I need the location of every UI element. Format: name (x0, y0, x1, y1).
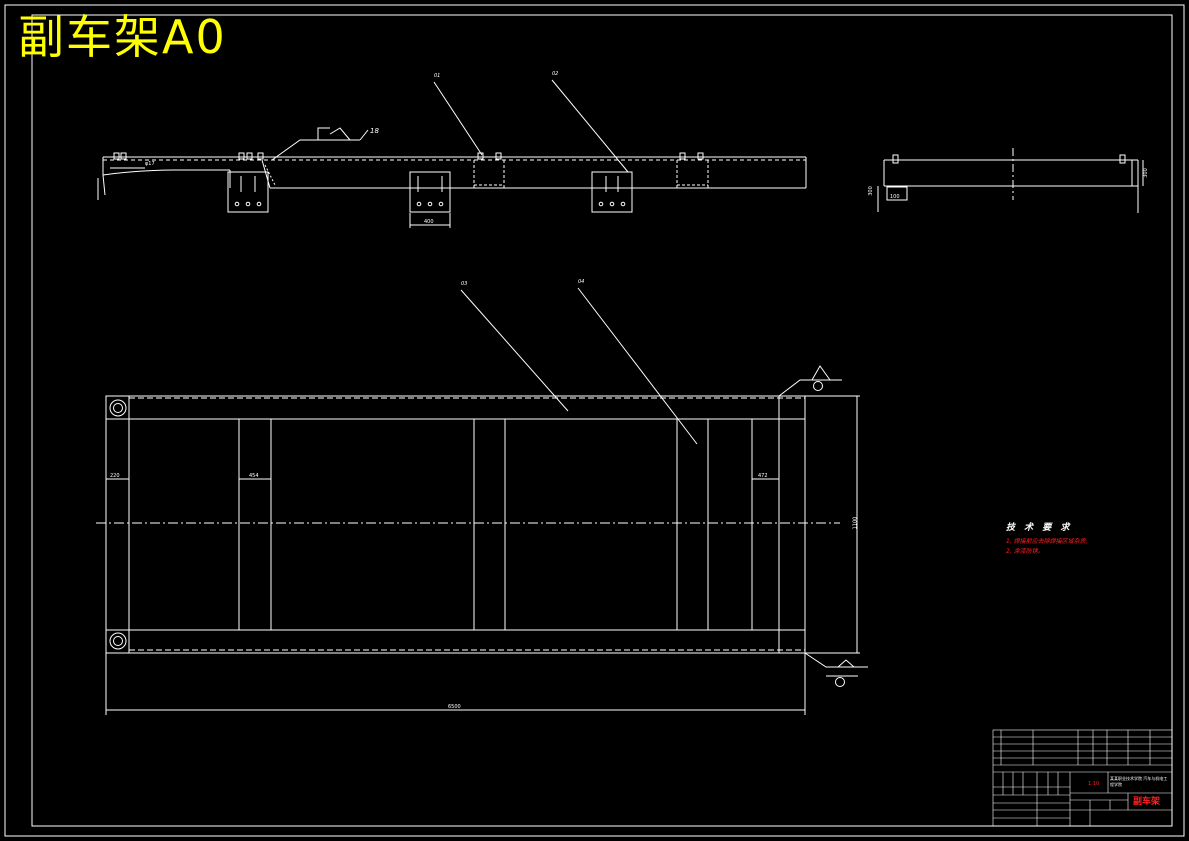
inner-frame (31, 14, 1173, 827)
tb-drawing-name: 副车架 (1133, 797, 1161, 807)
outer-frame (4, 4, 1185, 837)
dim-end-flange: 100 (890, 194, 900, 200)
end-view (877, 148, 1144, 213)
part-label-04: 04 (578, 279, 585, 285)
tb-scale: 1:10 (1088, 781, 1100, 787)
part-label-02: 02 (552, 71, 559, 77)
plan-view (96, 287, 868, 715)
title-block (992, 729, 1173, 827)
dim-end-height: 300 (867, 186, 874, 196)
tb-company: 某某职业技术学院 汽车与机电工程学院 (1110, 776, 1168, 787)
tech-line-1: 1. 焊接前应去除焊接区域杂质; (1006, 538, 1088, 545)
drawing-title: 副车架A0 (18, 10, 227, 64)
part-label-01: 01 (434, 73, 441, 79)
side-view (97, 79, 807, 228)
dim-plan-left: 220 (110, 473, 120, 479)
dim-bracket-width: 400 (424, 219, 434, 225)
part-label-03: 03 (461, 281, 468, 287)
dim-end-right: 300 (1142, 168, 1149, 178)
tech-heading: 技 术 要 求 (1006, 523, 1073, 533)
dim-plan-right: 472 (758, 473, 768, 479)
tech-requirements: 技 术 要 求 1. 焊接前应去除焊接区域杂质; 2. 涂漆防锈。 (1006, 520, 1088, 555)
tech-line-2: 2. 涂漆防锈。 (1006, 548, 1044, 555)
dim-plan-width: 1100 (852, 516, 859, 530)
weld-symbol-label: 18 (370, 127, 379, 135)
dim-hole-dia: φ17 (145, 161, 155, 167)
dim-plan-cross: 454 (249, 473, 259, 479)
dim-plan-length: 6500 (448, 704, 461, 710)
